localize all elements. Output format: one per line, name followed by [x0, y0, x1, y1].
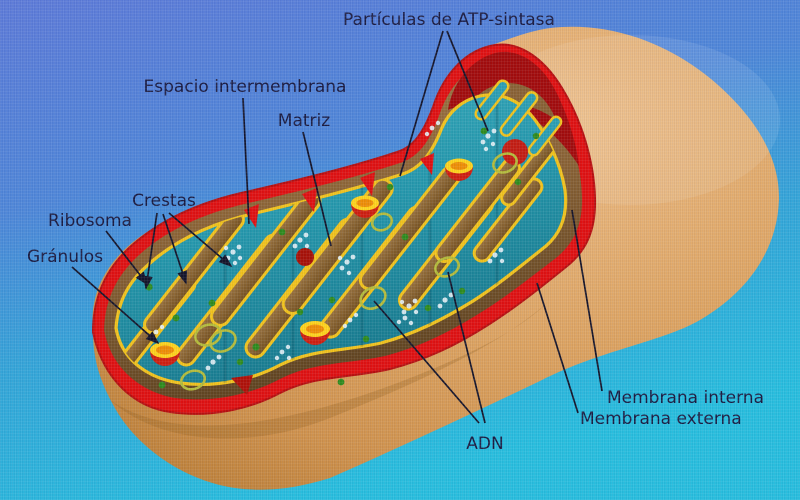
- leader-membrana-externa: [536, 282, 579, 414]
- dot-cluster: [342, 312, 359, 329]
- leader-adn-2: [447, 271, 486, 424]
- granules: [150, 158, 473, 366]
- dot-cluster: [424, 120, 441, 137]
- ribosome-dot: [401, 233, 409, 241]
- leader-matriz: [302, 131, 332, 247]
- adn-loop: [434, 256, 460, 278]
- ribosome-dot: [532, 132, 540, 140]
- adn-loops: [179, 152, 518, 391]
- dot-cluster: [337, 254, 356, 276]
- leader-adn-1: [373, 300, 480, 424]
- red-body: [296, 248, 314, 266]
- dot-cluster: [274, 344, 292, 361]
- ribosome-dot: [236, 358, 244, 366]
- label-membrana-interna: Membrana interna: [607, 388, 764, 408]
- ribosome-dot: [458, 287, 466, 295]
- label-ribosoma: Ribosoma: [48, 211, 132, 231]
- ribosome-dot: [278, 228, 286, 236]
- ribosome-dot: [514, 178, 522, 186]
- crista-fold: [472, 177, 544, 263]
- ribosome-dot: [328, 296, 336, 304]
- ribosome-dot: [296, 308, 304, 316]
- label-espacio-intermembrana: Espacio intermembrana: [144, 77, 347, 97]
- leader-membrana-interna: [571, 209, 603, 392]
- leader-crestas-2: [162, 213, 188, 285]
- intermembrane-wedge: [302, 188, 317, 212]
- label-crestas: Crestas: [132, 191, 196, 211]
- dot-cluster: [205, 354, 222, 371]
- cristae-crown: [474, 79, 563, 157]
- intermembrane-wedge: [360, 172, 375, 196]
- dot-cluster: [399, 298, 419, 315]
- label-matriz: Matriz: [278, 111, 330, 131]
- red-bodies: [231, 139, 528, 395]
- adn-loop: [370, 212, 394, 232]
- adn-loop: [209, 329, 237, 353]
- label-granulos: Gránulos: [27, 247, 103, 267]
- granule-cup: [150, 342, 180, 366]
- label-membrana-externa: Membrana externa: [580, 409, 742, 429]
- dot-cluster: [487, 247, 505, 264]
- ribosome-dot: [362, 335, 370, 343]
- cristae-folds: [119, 129, 564, 369]
- leader-particulas-right: [446, 30, 489, 132]
- labels: Partículas de ATP-sintasa Espacio interm…: [27, 10, 764, 454]
- red-body: [502, 139, 528, 165]
- red-body: [231, 375, 253, 395]
- dot-cluster: [480, 128, 497, 152]
- adn-loop: [179, 369, 207, 391]
- leader-ribosoma: [105, 230, 149, 286]
- dot-cluster: [437, 292, 454, 309]
- leader-espacio: [242, 97, 250, 225]
- intermembrane-wedges: [244, 153, 434, 228]
- leader-lines: [71, 30, 603, 424]
- granule-cup: [445, 158, 473, 181]
- ribosome-dot: [424, 304, 432, 312]
- ribosome-dot: [208, 299, 216, 307]
- adn-loop: [359, 285, 387, 311]
- granule-cup: [351, 195, 379, 218]
- ribosome-dot: [158, 381, 166, 389]
- dot-cluster: [396, 315, 414, 326]
- ribosome-dot: [480, 127, 488, 135]
- adn-loop: [492, 152, 518, 174]
- ribosome-dot: [172, 314, 180, 322]
- ribosome-dot: [386, 183, 394, 191]
- leader-granulos: [71, 266, 160, 345]
- cut-shadow: [110, 302, 548, 439]
- intermembrane-wedge: [420, 153, 434, 175]
- leader-crestas-3: [168, 212, 233, 268]
- label-particulas-atp-sintasa: Partículas de ATP-sintasa: [343, 10, 555, 30]
- leader-particulas-left: [399, 30, 444, 177]
- dot-cluster: [292, 232, 310, 249]
- ribosome-dot: [337, 378, 345, 386]
- label-adn: ADN: [466, 434, 503, 454]
- ribosome-dot: [252, 343, 260, 351]
- granule-cup: [300, 321, 330, 345]
